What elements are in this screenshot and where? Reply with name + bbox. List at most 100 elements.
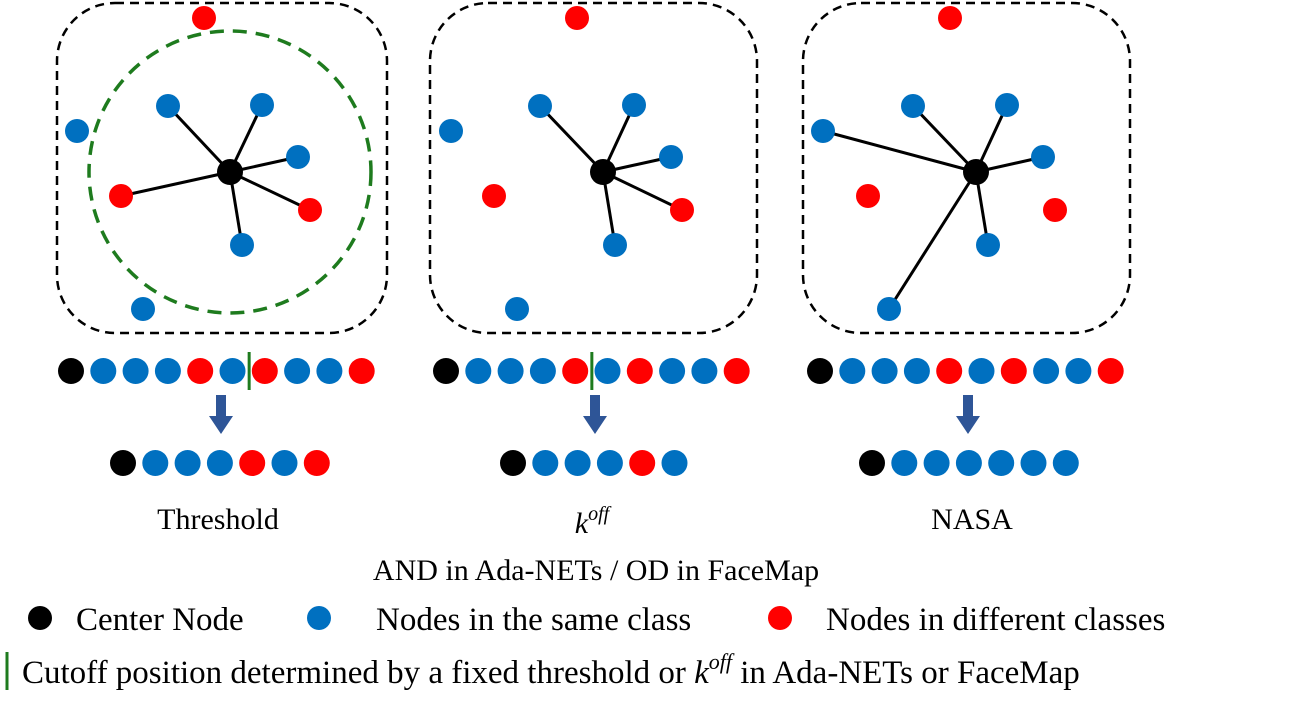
neighbor-node-diff (109, 184, 133, 208)
legend-cutoff-k: k (694, 655, 710, 691)
neighbor-node-same (995, 93, 1019, 117)
result-node-same (988, 450, 1015, 476)
ranked-node-same (659, 358, 686, 384)
result-node-center (500, 450, 526, 476)
down-arrow (956, 395, 980, 434)
outside-node-diff (1043, 198, 1067, 222)
ranked-node-same (90, 358, 117, 384)
center-node (217, 159, 243, 185)
neighbor-node-diff (298, 198, 322, 222)
ranked-node-same (219, 358, 246, 384)
edge (911, 104, 978, 174)
neighbor-node-same (659, 145, 683, 169)
threshold-radius-circle (87, 29, 373, 315)
down-arrow (583, 395, 607, 434)
ranked-node-same (122, 358, 149, 384)
legend-center-label: Center Node (76, 602, 244, 638)
koff-sup: off (588, 503, 612, 525)
ranked-node-same (497, 358, 524, 384)
edge (538, 104, 605, 174)
ranked-node-diff (251, 358, 278, 384)
neighbor-node-same (286, 145, 310, 169)
ranked-node-same (316, 358, 343, 384)
neighbor-node-same (976, 233, 1000, 257)
outside-node-diff (565, 6, 589, 30)
ranked-node-same (871, 358, 898, 384)
result-node-same (661, 450, 688, 476)
ranked-node-diff (348, 358, 375, 384)
neighbor-node-same (1031, 145, 1055, 169)
outside-node-diff (192, 6, 216, 30)
legend-cutoff-label: Cutoff position determined by a fixed th… (22, 649, 1080, 691)
neighbor-node-same (156, 94, 180, 118)
neighbor-node-same (528, 94, 552, 118)
neighbor-node-same (603, 233, 627, 257)
result-node-diff (303, 450, 330, 476)
ranked-node-same (154, 358, 181, 384)
panel-caption-nasa: NASA (931, 503, 1013, 536)
ranked-node-diff (723, 358, 750, 384)
ranked-node-diff (562, 358, 589, 384)
legend-diff-dot (768, 606, 792, 630)
panel-2 (428, 1, 759, 476)
result-node-same (271, 450, 298, 476)
result-node-same (1020, 450, 1047, 476)
ranked-node-same (903, 358, 930, 384)
edge (166, 104, 232, 174)
outside-node-diff (482, 184, 506, 208)
koff-k: k (575, 507, 589, 540)
outside-node-same (131, 297, 155, 321)
ranked-node-center (807, 358, 833, 384)
panel-caption-koff: koff (575, 503, 612, 540)
result-node-same (596, 450, 623, 476)
legend-same-label: Nodes in the same class (376, 602, 691, 638)
ranked-node-diff (626, 358, 653, 384)
ranked-node-same (691, 358, 718, 384)
ranked-node-same (968, 358, 995, 384)
edge (822, 129, 977, 174)
legend-center-dot (28, 606, 52, 630)
result-node-same (923, 450, 950, 476)
legend-cutoff-text-before: Cutoff position determined by a fixed th… (22, 655, 694, 691)
ranked-node-same (1033, 358, 1060, 384)
neighbor-node-same (877, 297, 901, 321)
outside-node-same (439, 119, 463, 143)
edge (120, 170, 231, 198)
result-node-same (955, 450, 982, 476)
subtitle: AND in Ada-NETs / OD in FaceMap (373, 554, 819, 587)
outside-node-same (505, 297, 529, 321)
down-arrow (209, 395, 233, 434)
neighborhood-box (428, 1, 759, 335)
edge (602, 170, 683, 212)
panel-3 (801, 1, 1132, 476)
center-node (590, 159, 616, 185)
edge (229, 170, 311, 212)
result-node-same (1052, 450, 1079, 476)
result-node-same (532, 450, 559, 476)
result-node-same (142, 450, 169, 476)
result-node-center (110, 450, 136, 476)
outside-node-same (65, 119, 89, 143)
ranked-node-center (58, 358, 84, 384)
result-node-diff (239, 450, 266, 476)
panel-1 (55, 1, 389, 476)
result-node-same (891, 450, 918, 476)
ranked-node-same (594, 358, 621, 384)
neighborhood-box (801, 1, 1132, 335)
legend-cutoff-text-after: in Ada-NETs or FaceMap (732, 655, 1080, 691)
outside-node-diff (856, 184, 880, 208)
ranked-node-same (284, 358, 311, 384)
center-node (963, 159, 989, 185)
ranked-node-same (529, 358, 556, 384)
neighborhood-box (55, 1, 389, 335)
result-node-diff (629, 450, 656, 476)
outside-node-diff (938, 6, 962, 30)
ranked-node-same (839, 358, 866, 384)
edge (887, 171, 978, 310)
neighbor-node-same (250, 93, 274, 117)
neighbor-node-same (901, 94, 925, 118)
neighbor-node-same (622, 93, 646, 117)
ranked-node-same (465, 358, 492, 384)
result-node-same (564, 450, 591, 476)
